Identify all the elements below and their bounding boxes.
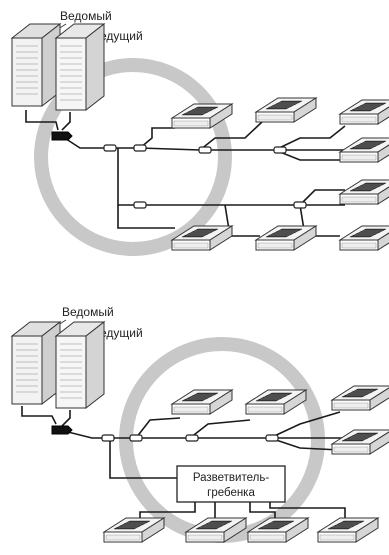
outdoor-unit-icon [11,321,105,409]
pipe-branch-a [135,417,181,439]
pipe-branch-c [269,411,341,439]
cassette-indoor-unit-icon [171,389,233,415]
outdoor-unit-icon [11,23,105,111]
refnet-joint-icon [185,434,199,442]
cassette-indoor-unit-icon [103,517,165,543]
cassette-indoor-unit-icon [247,517,309,543]
refnet-joint-icon [293,201,307,209]
label-slave-top: Ведомый [60,9,112,23]
pipe-header-out-3 [249,500,276,522]
pipe-lower-trunk-top [117,148,345,206]
pipe-outdoor-master [61,410,71,427]
pipe-header-out-1 [139,500,196,522]
pipe-header-out-4 [269,500,346,522]
refnet-joint-icon [133,144,147,152]
cassette-indoor-unit-icon [339,99,389,125]
label-master-bottom: Ведущий [92,326,143,340]
pipe-branch-b [189,419,251,439]
cassette-indoor-unit-icon [317,517,379,543]
refnet-joint-icon [103,144,117,152]
refnet-joint-icon [198,146,212,154]
refnet-joint-icon [133,201,147,209]
main-joint-icon [51,131,73,141]
pipe-branch-c [274,125,346,151]
cassette-indoor-unit-icon [339,137,389,163]
system-boundary-ring-top [34,58,232,256]
pipe-branch-f [117,205,175,229]
header-label-line1: Разветвитель- [193,472,269,484]
header-label-line2: гребенка [207,487,255,499]
refnet-joint-icon [129,434,143,442]
pipe-main-trunk-bottom [59,429,389,439]
pipe-outdoor-slave [25,110,59,131]
refnet-joint-icon [273,146,287,154]
refnet-joint-icon [101,434,115,442]
pipe-outdoor-master [61,112,71,131]
pipe-branch-e [299,189,345,206]
cassette-indoor-unit-icon [245,389,307,415]
cassette-indoor-unit-icon [255,225,317,251]
cassette-indoor-unit-icon [331,385,389,411]
pipe-to-header [109,438,180,479]
cassette-indoor-unit-icon [255,97,317,123]
pipe-branch-d [269,437,341,451]
cassette-indoor-unit-icon [331,429,389,455]
label-slave-bottom: Ведомый [62,305,114,319]
cassette-indoor-unit-icon [339,225,389,251]
cassette-indoor-unit-icon [339,179,389,205]
refnet-joint-icon [265,434,279,442]
label-master-top: Ведущий [92,29,143,43]
diagram-top: Ведомый Ведущий [11,9,389,256]
main-joint-icon [51,425,73,435]
header-box [176,465,286,503]
pipe-branch-a [139,127,175,149]
pipe-outdoor-slave [21,406,57,425]
diagram-bottom: Ведомый Ведущий Разветвитель- гребенка [11,305,389,543]
pipe-branch-b [199,121,263,151]
